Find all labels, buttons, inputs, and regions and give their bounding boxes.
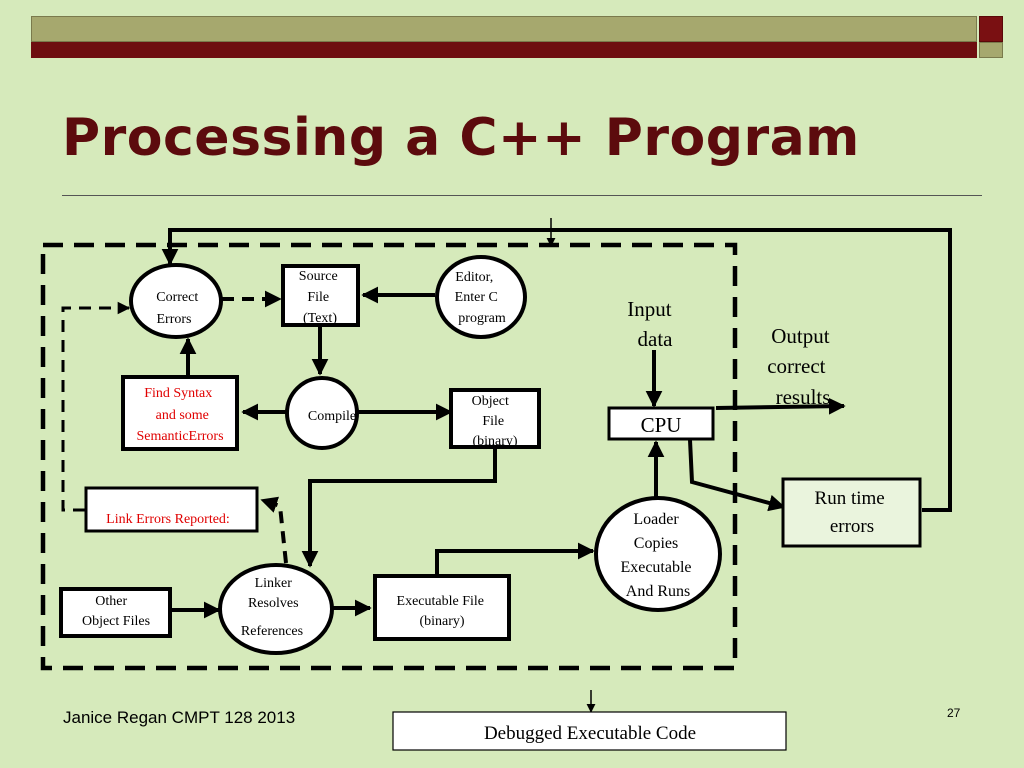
header-bar [31, 16, 977, 58]
source-file-label: Source File (Text) [299, 269, 341, 326]
slide-title: Processing a C++ Program [62, 108, 860, 168]
title-divider [62, 195, 982, 196]
page-number: 27 [947, 706, 961, 720]
arrow-cpu-to-output [715, 397, 846, 415]
arrow-run-time-to-correct-errors [161, 228, 952, 512]
input-data-label: Input data [627, 297, 677, 351]
corner-square-olive [979, 42, 1003, 58]
header-bar-olive [31, 16, 977, 42]
linker-node [218, 563, 334, 655]
debugged-code-node [392, 711, 787, 751]
correct-errors-node [129, 263, 223, 339]
editor-node [435, 255, 527, 339]
object-file-label: Object File (binary) [472, 394, 518, 449]
program-boundary [40, 242, 738, 671]
arrow-link-errors-loop [61, 301, 131, 512]
loader-node [594, 496, 722, 612]
output-correct-label: Output correct results [767, 324, 835, 409]
run-time-errors-node [781, 477, 922, 548]
compile-label: Compile [308, 409, 356, 424]
loader-label: Loader Copies Executable And Runs [620, 511, 695, 600]
cpu-label: CPU [641, 413, 682, 437]
footer-author: Janice Regan CMPT 128 2013 [63, 708, 296, 727]
run-time-errors-label: Run time errors [815, 488, 890, 537]
arrow-linker-to-link-errors [260, 496, 288, 564]
editor-label: Editor, Enter C program [455, 270, 506, 326]
compile-node [285, 376, 359, 450]
debugged-code-label: Debugged Executable Code [484, 723, 696, 744]
other-object-files-node [59, 587, 172, 638]
cpu-node [607, 406, 715, 441]
arrow-executable-to-loader [435, 542, 595, 576]
correct-errors-label: Correct Errors [156, 290, 201, 327]
link-errors-node [84, 486, 259, 533]
source-file-node [281, 264, 360, 327]
executable-file-label: Executable File (binary) [397, 594, 488, 629]
find-syntax-label: Find Syntax and some SemanticErrors [136, 386, 223, 444]
arrow-object-to-linker [301, 448, 497, 568]
find-syntax-node [121, 375, 239, 451]
arrow-cpu-to-run-time [688, 439, 786, 512]
linker-label: Linker Resolves References [241, 576, 303, 639]
corner-square-red [979, 16, 1003, 42]
executable-file-node [373, 574, 511, 641]
other-object-files-label: Other Object Files [82, 594, 150, 629]
object-file-node [449, 388, 541, 449]
link-errors-label: Link Errors Reported: [106, 512, 230, 527]
header-bar-red [31, 42, 977, 58]
